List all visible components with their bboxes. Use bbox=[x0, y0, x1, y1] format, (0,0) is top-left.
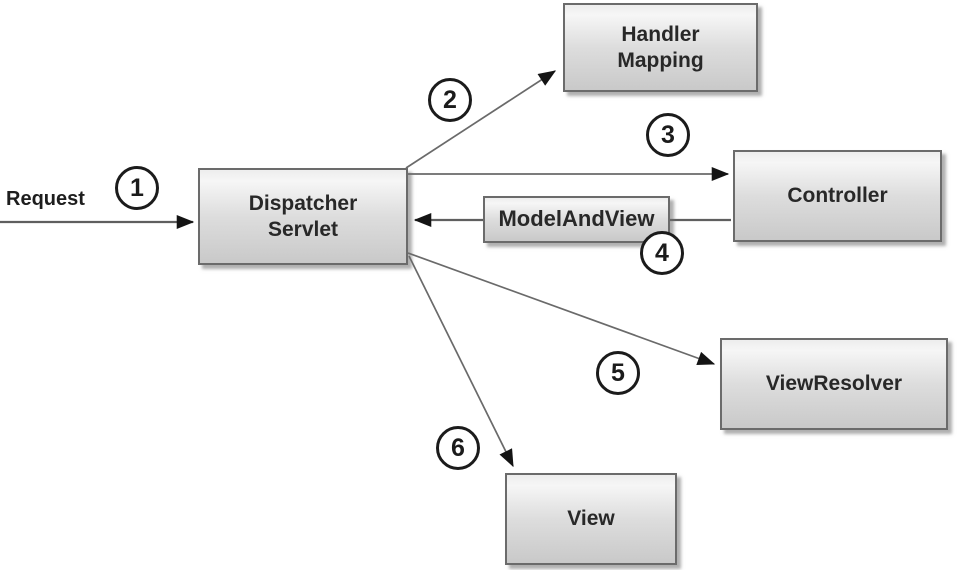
arrow-6-dispatcher-to-view bbox=[408, 255, 514, 468]
box-model-and-view-label: ModelAndView bbox=[498, 206, 655, 232]
box-dispatcher-servlet-label: Dispatcher Servlet bbox=[248, 192, 358, 241]
arrow-2-dispatcher-to-handler-mapping bbox=[405, 70, 557, 169]
box-dispatcher-servlet: Dispatcher Servlet bbox=[198, 168, 408, 265]
step-number-4: 4 bbox=[655, 238, 669, 267]
arrow-5-dispatcher-to-viewresolver bbox=[407, 252, 716, 366]
step-number-6: 6 bbox=[451, 433, 465, 462]
box-controller-label: Controller bbox=[787, 184, 888, 208]
box-view-resolver-label: ViewResolver bbox=[765, 372, 903, 396]
step-number-5: 5 bbox=[611, 358, 625, 387]
request-label: Request bbox=[6, 188, 85, 210]
box-handler-mapping: Handler Mapping bbox=[563, 3, 758, 92]
step-number-1: 1 bbox=[130, 173, 144, 202]
box-view-resolver: ViewResolver bbox=[720, 338, 948, 430]
box-controller: Controller bbox=[733, 150, 942, 242]
box-view: View bbox=[505, 473, 677, 565]
step-circle-2: 2 bbox=[428, 78, 472, 122]
step-circle-5: 5 bbox=[596, 351, 640, 395]
step-number-3: 3 bbox=[661, 120, 675, 149]
step-circle-1: 1 bbox=[115, 166, 159, 210]
box-view-label: View bbox=[567, 507, 615, 531]
step-circle-6: 6 bbox=[436, 426, 480, 470]
box-handler-mapping-label: Handler Mapping bbox=[617, 23, 704, 72]
box-model-and-view: ModelAndView bbox=[483, 196, 670, 243]
step-circle-4: 4 bbox=[640, 231, 684, 275]
step-circle-3: 3 bbox=[646, 113, 690, 157]
step-number-2: 2 bbox=[443, 85, 457, 114]
